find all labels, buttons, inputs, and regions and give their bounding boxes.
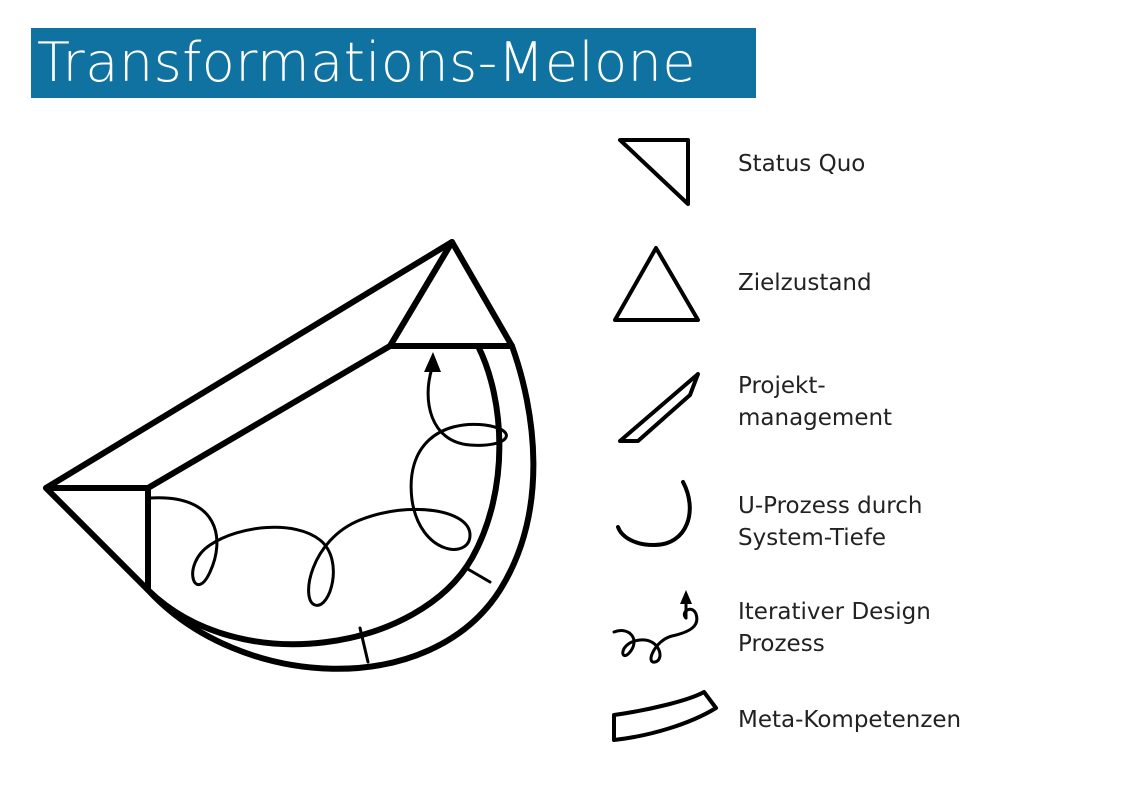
loop-arrow-icon-head bbox=[680, 590, 692, 604]
diagram-status-quo-triangle bbox=[43, 485, 151, 593]
legend-label-iterativer-design-prozess: Iterativer Design Prozess bbox=[738, 596, 931, 660]
legend-label-u-prozess: U-Prozess durch System-Tiefe bbox=[738, 490, 922, 554]
right-triangle-icon bbox=[618, 138, 690, 206]
legend-text-line: U-Prozess durch bbox=[738, 493, 923, 519]
curved-band-icon bbox=[612, 690, 718, 742]
legend-label-status-quo: Status Quo bbox=[738, 148, 865, 180]
diagram-zielzustand-triangle bbox=[387, 239, 515, 349]
legend-text-line: System-Tiefe bbox=[738, 525, 887, 551]
legend-label-projektmanagement: Projekt- management bbox=[738, 370, 892, 434]
legend-text-line: Meta-Kompetenzen bbox=[738, 707, 962, 733]
diagram-meta-kompetenzen-band bbox=[145, 343, 537, 672]
page-title: Transformations-Melone bbox=[37, 31, 697, 94]
legend-text-line: Zielzustand bbox=[738, 270, 872, 296]
legend-text-line: Projekt- bbox=[738, 373, 826, 399]
parallelogram-strip-icon bbox=[618, 372, 700, 443]
legend-text-line: Prozess bbox=[738, 631, 825, 657]
diagram-band-divider bbox=[358, 626, 370, 664]
triangle-icon bbox=[613, 246, 700, 322]
legend-label-meta-kompetenzen: Meta-Kompetenzen bbox=[738, 704, 961, 736]
diagram-projektmanagement-strip bbox=[43, 239, 455, 491]
legend-text-line: Status Quo bbox=[738, 151, 866, 177]
legend-text-line: Iterativer Design bbox=[738, 599, 931, 625]
diagram-u-prozess-arc bbox=[145, 343, 503, 648]
legend-text-line: management bbox=[738, 405, 893, 431]
u-arc-icon bbox=[616, 480, 692, 547]
loop-arrow-icon bbox=[612, 598, 699, 664]
legend-label-zielzustand: Zielzustand bbox=[738, 267, 872, 299]
title-banner: Transformations-Melone bbox=[31, 28, 756, 98]
diagram-band-divider bbox=[464, 566, 492, 584]
diagram-iterative-loop-path bbox=[148, 366, 508, 607]
diagram-iterative-arrowhead bbox=[424, 352, 441, 372]
